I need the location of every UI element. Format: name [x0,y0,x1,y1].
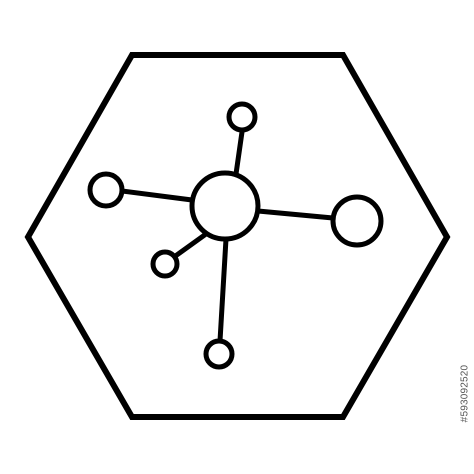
satellite-node-left [87,171,125,209]
satellite-node-right [330,194,384,248]
satellite-node-lower-left [150,249,180,279]
central-node [189,170,261,242]
connector-line-top [233,129,245,177]
satellite-node-top [226,101,258,133]
connector-line-right [255,208,336,221]
satellite-node-bottom [203,338,235,370]
connector-line-left [119,188,195,203]
hexagon-frame [24,52,451,420]
network-nodes [87,101,384,370]
connector-lines [119,129,336,344]
connector-line-bottom [217,236,229,344]
connector-line-lower-left [171,231,209,260]
